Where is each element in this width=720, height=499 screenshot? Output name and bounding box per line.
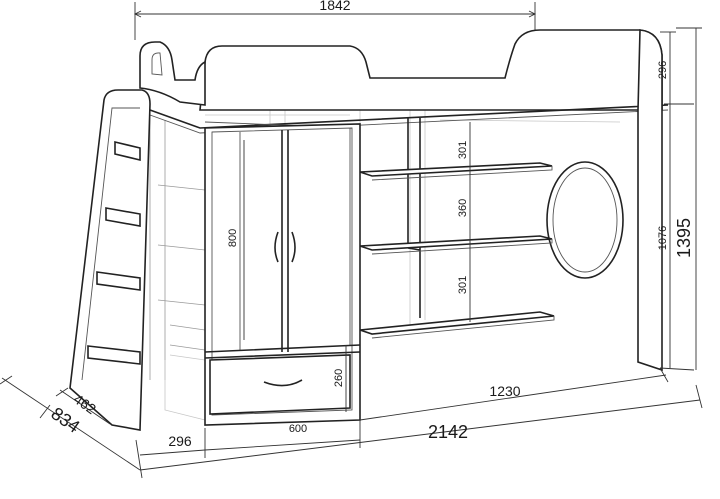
label-stairs-width: 296 <box>168 433 192 449</box>
right-side-panel <box>637 29 663 372</box>
label-shelf-gap-middle: 360 <box>457 199 469 217</box>
label-desk-length: 1230 <box>489 383 520 399</box>
right-door-handle-icon <box>291 231 296 263</box>
under-bed-height-dimension <box>659 104 695 371</box>
label-total-height: 1395 <box>674 218 694 258</box>
label-wardrobe-width: 600 <box>289 423 307 435</box>
stairs-width-dimension <box>139 428 206 458</box>
label-drawer-height: 260 <box>333 369 345 387</box>
left-door-handle-icon <box>274 231 279 263</box>
porthole-cutout <box>546 161 624 279</box>
headboard-left-end <box>139 41 206 106</box>
wardrobe-width-dimension <box>204 420 361 451</box>
bed-frame-rail <box>149 104 669 129</box>
total-height-dimension <box>676 27 702 370</box>
drawer <box>209 354 351 415</box>
top-width-dimension <box>133 2 537 40</box>
depth-dimensions <box>0 375 141 471</box>
ladder <box>69 89 151 431</box>
label-back-height: 296 <box>657 61 669 79</box>
label-total-length: 2142 <box>428 422 468 442</box>
drawer-handle-icon <box>263 379 303 387</box>
label-shelf-gap-lower: 301 <box>457 276 469 294</box>
back-height-dimension <box>660 31 694 105</box>
label-top-width: 1842 <box>319 0 350 13</box>
open-shelving <box>359 118 555 339</box>
label-under-bed-height: 1076 <box>657 226 669 250</box>
desk-length-dimension <box>359 367 669 421</box>
label-door-height: 800 <box>227 229 239 247</box>
label-shelf-gap-upper: 301 <box>457 141 469 159</box>
total-length-dimension <box>135 384 703 479</box>
headboard-back <box>199 29 663 111</box>
